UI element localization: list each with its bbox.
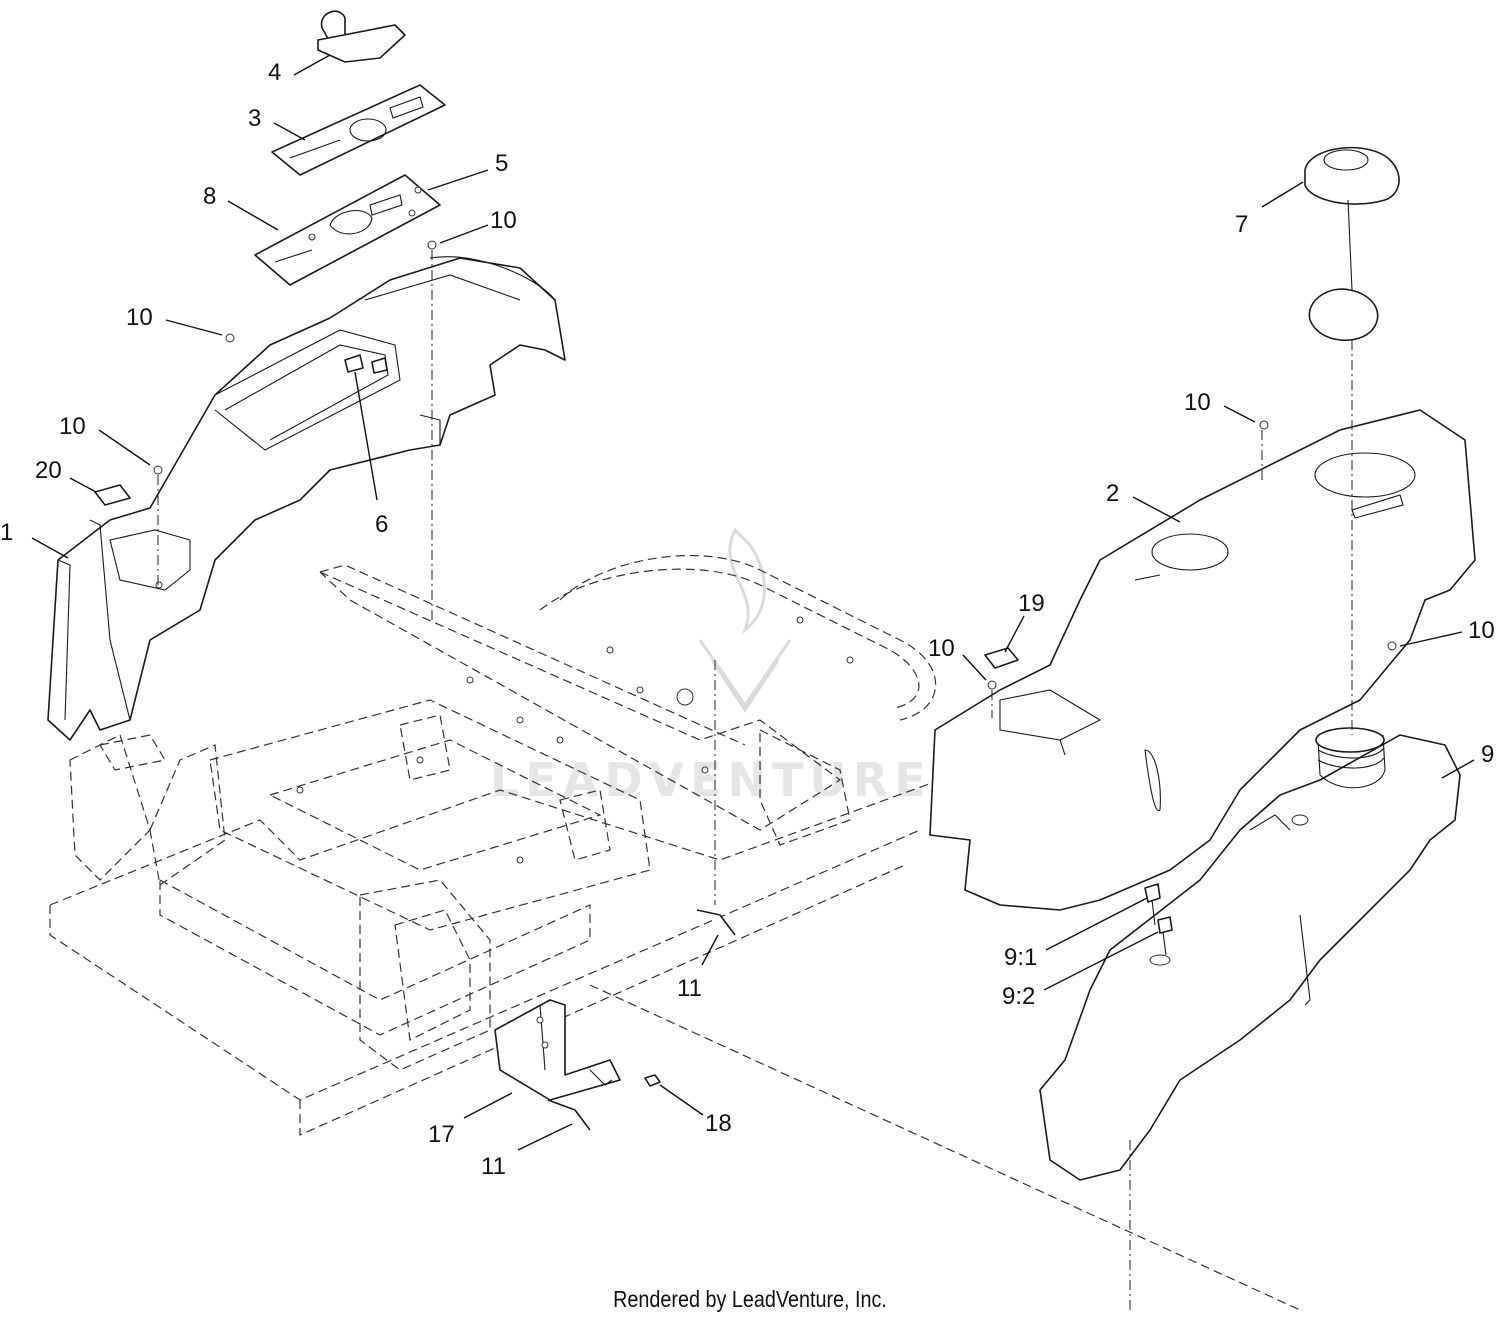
fitting-9-1 [1144, 883, 1161, 926]
bracket-17 [494, 999, 621, 1101]
assembly-lines [157, 250, 1353, 1310]
callout-9: 9 [1481, 741, 1494, 768]
right-tank-cover [929, 409, 1476, 911]
fuel-cap-7 [1304, 146, 1400, 341]
watermark-logo: LEADVENTURE [490, 527, 932, 807]
callout-19: 19 [1018, 590, 1045, 617]
mower-frame [49, 555, 1301, 1311]
callout-4: 4 [268, 59, 281, 86]
callout-6: 6 [375, 511, 388, 538]
callout-10a: 10 [490, 207, 517, 234]
callout-8: 8 [203, 183, 216, 210]
pad-19 [984, 647, 1019, 669]
callout-2: 2 [1106, 480, 1119, 507]
callout-7: 7 [1235, 211, 1248, 238]
callout-5: 5 [495, 150, 508, 177]
callout-10b: 10 [126, 304, 153, 331]
callout-18: 18 [705, 1110, 732, 1137]
callout-10e: 10 [928, 635, 955, 662]
callout-1: 1 [0, 519, 13, 546]
wire-clip-11b [547, 1099, 591, 1131]
fitting-9-2 [1157, 916, 1173, 956]
wire-clip-11a [696, 909, 736, 936]
callout-20: 20 [35, 457, 62, 484]
decal-3 [271, 84, 446, 176]
watermark-text: LEADVENTURE [490, 753, 932, 807]
throttle-control-4 [317, 10, 406, 63]
bolt-18 [644, 1074, 661, 1087]
callout-9-1: 9:1 [1004, 944, 1037, 971]
callout-labels: 1 2 3 4 5 6 7 8 9 9:1 9:2 10 10 10 10 10… [0, 59, 1495, 1180]
left-console-fender [47, 256, 566, 741]
callout-11b: 11 [481, 1153, 506, 1180]
leader-lines [31, 54, 1475, 1151]
render-credit: Rendered by LeadVenture, Inc. [613, 1286, 887, 1312]
fuel-tank-9 [1039, 727, 1461, 1181]
callout-10c: 10 [59, 413, 86, 440]
callout-17: 17 [428, 1121, 455, 1148]
callout-3: 3 [248, 105, 261, 132]
pad-20 [94, 484, 131, 506]
clip-6 [344, 354, 388, 374]
callout-10f: 10 [1468, 617, 1495, 644]
callout-9-2: 9:2 [1002, 983, 1035, 1010]
callout-10d: 10 [1184, 389, 1211, 416]
callout-11a: 11 [677, 975, 702, 1002]
fasteners [153, 186, 1397, 690]
panel-plate-8 [254, 174, 441, 286]
